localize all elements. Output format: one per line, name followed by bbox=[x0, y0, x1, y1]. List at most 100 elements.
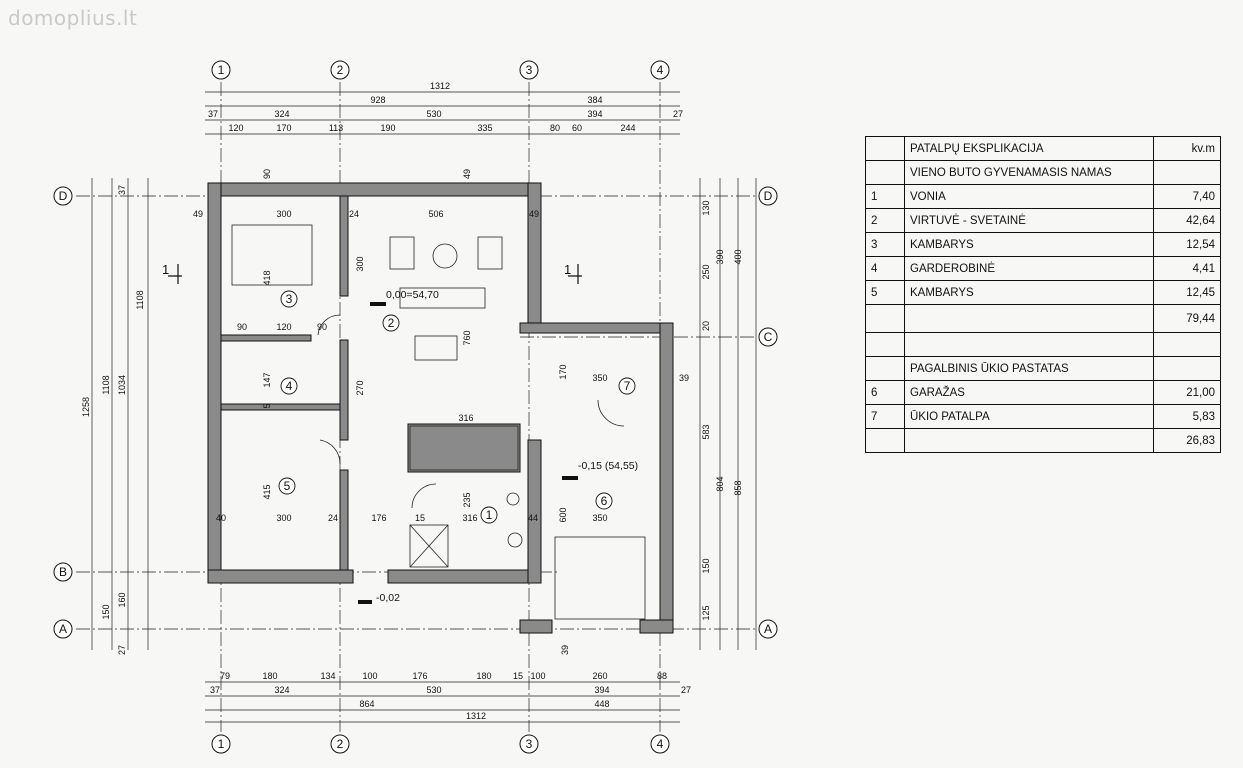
dimension-text: 250 bbox=[701, 264, 711, 279]
dimension-text: 400 bbox=[733, 249, 743, 264]
dimension-text: 15 bbox=[513, 671, 523, 681]
door-swing bbox=[411, 483, 437, 509]
dimension-text: 27 bbox=[673, 109, 683, 119]
section-mark: 1 bbox=[564, 262, 571, 277]
section-mark-arrow bbox=[168, 264, 182, 284]
room-no: 5 bbox=[865, 280, 905, 305]
table-cell bbox=[1153, 160, 1221, 185]
dimension-text: 49 bbox=[462, 169, 472, 179]
dimension-text: 49 bbox=[529, 209, 539, 219]
room-no: 6 bbox=[865, 380, 905, 405]
dimension-lines bbox=[91, 91, 757, 723]
dimension-text: 100 bbox=[530, 671, 545, 681]
table-unit: kv.m bbox=[1153, 136, 1221, 161]
room-name: GARDEROBINĖ bbox=[904, 256, 1154, 281]
axis-label: 4 bbox=[657, 63, 664, 77]
room-number-marker bbox=[595, 492, 613, 510]
room-area: 4,41 bbox=[1153, 256, 1221, 281]
dimension-text: 394 bbox=[587, 109, 602, 119]
dimension-text: 170 bbox=[558, 364, 568, 379]
room-number-marker bbox=[280, 377, 298, 395]
dimension-text: 530 bbox=[426, 109, 441, 119]
dimension-text: 394 bbox=[594, 685, 609, 695]
dimension-text: 176 bbox=[412, 671, 427, 681]
dimension-text: 335 bbox=[477, 123, 492, 133]
axis-bubble bbox=[519, 734, 539, 754]
level-marker bbox=[370, 302, 386, 306]
dimension-text: 180 bbox=[262, 671, 277, 681]
section-mark: 1 bbox=[162, 262, 169, 277]
section-title-row: PAGALBINIS ŪKIO PASTATAS bbox=[865, 356, 1221, 381]
dimension-text: 316 bbox=[458, 413, 473, 423]
table-cell bbox=[865, 332, 905, 357]
bed bbox=[231, 224, 313, 286]
axis-bubble bbox=[53, 562, 73, 582]
table-cell bbox=[865, 304, 905, 333]
axis-bubble bbox=[650, 734, 670, 754]
dimension-text: 134 bbox=[320, 671, 335, 681]
axis-label: 1 bbox=[218, 63, 225, 77]
axis-label: 3 bbox=[526, 737, 533, 751]
axis-bubble bbox=[211, 60, 231, 80]
total-area: 79,44 bbox=[1153, 304, 1221, 333]
wall bbox=[527, 439, 542, 584]
wall bbox=[339, 339, 349, 441]
dimension-text: 27 bbox=[117, 645, 127, 655]
dimension-text: 583 bbox=[701, 424, 711, 439]
table-cell bbox=[1153, 332, 1221, 357]
room-name: VONIA bbox=[904, 184, 1154, 209]
room-name: ŪKIO PATALPA bbox=[904, 404, 1154, 429]
wall bbox=[339, 469, 349, 571]
dimension-text: 506 bbox=[428, 209, 443, 219]
total-row: 26,83 bbox=[865, 428, 1221, 453]
wall bbox=[207, 182, 542, 197]
dimension-text: 37 bbox=[117, 185, 127, 195]
toilet bbox=[506, 492, 520, 506]
level-marker bbox=[358, 600, 372, 604]
dimension-text: 160 bbox=[117, 592, 127, 607]
axis-label: B bbox=[59, 565, 67, 579]
level-mark: 0,00=54,70 bbox=[386, 289, 439, 301]
table-cell bbox=[904, 332, 1154, 357]
table-row: 7 ŪKIO PATALPA 5,83 bbox=[865, 404, 1221, 429]
table-header-row: PATALPŲ EKSPLIKACIJA kv.m bbox=[865, 136, 1221, 161]
dimension-text: 448 bbox=[594, 699, 609, 709]
level-mark: -0,02 bbox=[376, 592, 400, 604]
car-space bbox=[554, 536, 646, 620]
room-name: VIRTUVĖ - SVETAINĖ bbox=[904, 208, 1154, 233]
room-number-marker bbox=[618, 377, 636, 395]
dimension-text: 113 bbox=[329, 123, 343, 133]
dimension-text: 40 bbox=[216, 513, 226, 523]
section-title-row: VIENO BUTO GYVENAMASIS NAMAS bbox=[865, 160, 1221, 185]
dimension-text: 150 bbox=[101, 604, 111, 619]
dimension-text: 39 bbox=[560, 645, 570, 655]
dimension-text: 150 bbox=[701, 558, 711, 573]
kitchen-counter bbox=[409, 425, 519, 471]
room-number: 4 bbox=[286, 379, 293, 393]
table-row: 1 VONIA 7,40 bbox=[865, 184, 1221, 209]
room-area: 12,54 bbox=[1153, 232, 1221, 257]
section-title: PAGALBINIS ŪKIO PASTATAS bbox=[904, 356, 1154, 381]
dimension-text: 350 bbox=[592, 373, 607, 383]
total-area: 26,83 bbox=[1153, 428, 1221, 453]
table-cell bbox=[904, 304, 1154, 333]
dimension-text: 300 bbox=[276, 209, 291, 219]
axis-grid bbox=[76, 82, 756, 732]
wall bbox=[407, 423, 521, 473]
shower bbox=[409, 524, 449, 568]
room-name: GARAŽAS bbox=[904, 380, 1154, 405]
table-row: 4 GARDEROBINĖ 4,41 bbox=[865, 256, 1221, 281]
furniture bbox=[231, 224, 646, 620]
room-no: 4 bbox=[865, 256, 905, 281]
dimension-text: 350 bbox=[592, 513, 607, 523]
room-no: 3 bbox=[865, 232, 905, 257]
room-number: 3 bbox=[286, 292, 293, 306]
dimension-text: 235 bbox=[462, 492, 472, 507]
dimension-text: 15 bbox=[415, 513, 425, 523]
room-no: 2 bbox=[865, 208, 905, 233]
table-row: 2 VIRTUVĖ - SVETAINĖ 42,64 bbox=[865, 208, 1221, 233]
dimension-text: 37 bbox=[208, 109, 218, 119]
dimension-text: 180 bbox=[476, 671, 491, 681]
table-cell bbox=[865, 356, 905, 381]
dimension-text: 190 bbox=[380, 123, 395, 133]
